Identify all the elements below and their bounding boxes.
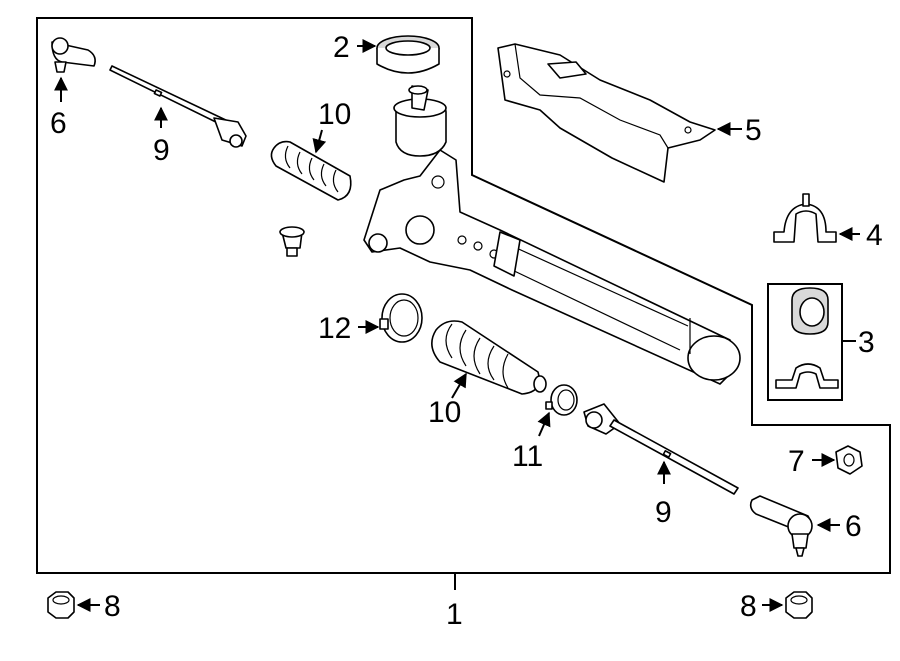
callout-3: 3 (858, 326, 875, 359)
bushing-clamp-kit (767, 283, 856, 401)
inner-tie-rod-left (109, 65, 247, 148)
boot-clamp-small (537, 384, 578, 437)
callout-7: 7 (788, 445, 805, 478)
callout-9-left: 9 (153, 134, 170, 167)
heat-shield (497, 43, 742, 183)
nut-left (47, 591, 100, 619)
outer-tie-rod-end-left (51, 37, 96, 102)
callout-10-bottom: 10 (428, 396, 461, 429)
boot-clamp-large (358, 293, 423, 343)
jam-nut (812, 445, 863, 475)
callout-11: 11 (512, 440, 543, 473)
steering-gear-assembly (363, 85, 741, 385)
rack-boot-upper (270, 129, 352, 201)
callout-9-right: 9 (655, 496, 672, 529)
callout-4: 4 (866, 219, 883, 252)
callout-2: 2 (333, 31, 350, 64)
inner-tie-rod-right (583, 403, 739, 495)
rack-boot-lower (431, 320, 547, 399)
callout-8-left: 8 (104, 590, 121, 623)
callout-12: 12 (318, 312, 351, 345)
outer-tie-rod-end-right (749, 495, 840, 557)
callout-1: 1 (446, 598, 463, 631)
callout-5: 5 (745, 114, 762, 147)
housing-plug (279, 226, 305, 257)
callout-6-left: 6 (50, 107, 67, 140)
assembly-outline-frame (36, 17, 891, 574)
nut-right (762, 591, 813, 619)
callout-6-right: 6 (845, 510, 862, 543)
pinion-seal-ring (357, 35, 440, 74)
mounting-bracket (773, 193, 860, 243)
callout-8-right: 8 (740, 590, 757, 623)
callout-10-top: 10 (318, 98, 351, 131)
